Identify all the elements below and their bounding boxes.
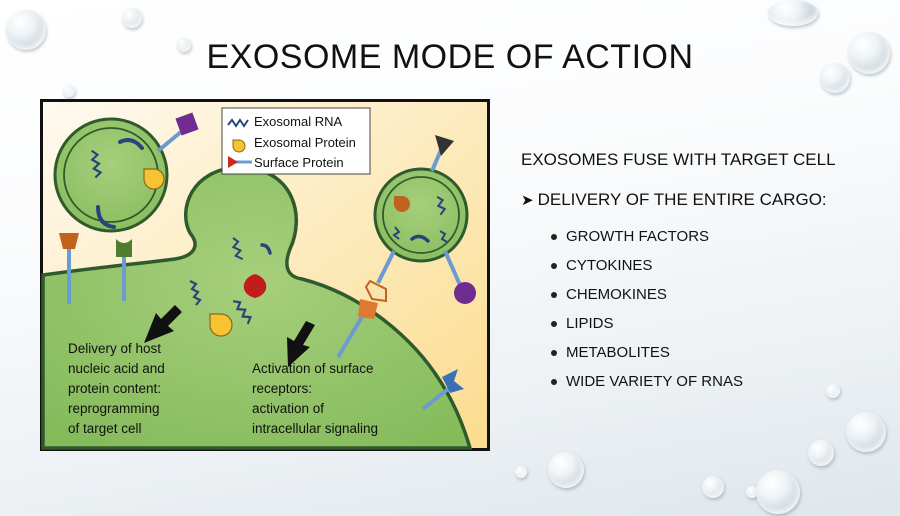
water-drop — [808, 440, 834, 466]
caption-left: Delivery of host nucleic acid and protei… — [68, 341, 169, 436]
water-drop — [756, 470, 800, 514]
water-drop — [177, 38, 191, 52]
exosomal-protein-icon — [143, 168, 165, 190]
surface-protein-icon — [175, 112, 199, 136]
water-drop — [702, 476, 724, 498]
bullet-icon — [551, 233, 557, 240]
cargo-list: GROWTH FACTORS CYTOKINES CHEMOKINES LIPI… — [521, 222, 881, 396]
exosomal-rna-icon — [90, 149, 103, 179]
arrowhead-bullet-icon: ➤ — [521, 192, 534, 209]
list-item: CHEMOKINES — [551, 280, 881, 309]
slide-title: EXOSOME MODE OF ACTION — [206, 38, 694, 76]
water-drop — [63, 85, 75, 97]
bullet-icon — [551, 378, 557, 385]
water-drop — [826, 384, 840, 398]
caption-right: Activation of surface receptors: activat… — [252, 361, 378, 436]
target-cell — [41, 165, 473, 450]
protein-legend-icon — [232, 139, 246, 153]
list-item: LIPIDS — [551, 309, 881, 338]
legend-rna-label: Exosomal RNA — [254, 114, 342, 129]
water-drop — [848, 32, 890, 74]
surface-legend-icon — [228, 156, 252, 168]
arrow-icon — [144, 305, 182, 343]
lead-heading: EXOSOMES FUSE WITH TARGET CELL — [521, 150, 836, 169]
water-drop — [122, 8, 142, 28]
red-protein-icon — [243, 274, 267, 298]
water-drop — [820, 63, 850, 93]
rna-legend-icon — [227, 118, 249, 128]
ligand-icon — [364, 279, 387, 303]
water-drop — [548, 452, 584, 488]
receptor-icon — [358, 299, 378, 319]
purple-protein-icon — [454, 282, 476, 304]
list-item: METABOLITES — [551, 338, 881, 367]
list-item: CYTOKINES — [551, 251, 881, 280]
exosome-right — [373, 167, 469, 263]
legend-protein-label: Exosomal Protein — [254, 135, 356, 150]
bullet-icon — [551, 262, 557, 269]
bullet-icon — [551, 291, 557, 298]
water-drop — [768, 0, 818, 26]
exosome-diagram: Exosomal RNA Exosomal Protein Surface Pr… — [40, 99, 490, 451]
water-drop — [6, 10, 46, 50]
legend-surface-label: Surface Protein — [254, 155, 344, 170]
list-item: WIDE VARIETY OF RNAS — [551, 367, 881, 396]
content-panel: EXOSOMES FUSE WITH TARGET CELL ➤ DELIVER… — [521, 150, 881, 396]
cargo-heading-text: DELIVERY OF THE ENTIRE CARGO: — [537, 190, 827, 209]
cargo-heading: ➤ DELIVERY OF THE ENTIRE CARGO: — [521, 190, 881, 210]
water-drop — [846, 412, 886, 452]
blue-receptor-icon — [442, 369, 464, 393]
triangle-protein-icon — [435, 135, 454, 156]
water-drop — [746, 486, 758, 498]
bullet-icon — [551, 349, 557, 356]
water-drop — [515, 466, 527, 478]
orange-receptor-icon — [59, 233, 79, 249]
bullet-icon — [551, 320, 557, 327]
arrow-icon — [287, 321, 315, 367]
green-receptor-icon — [116, 239, 132, 257]
list-item: GROWTH FACTORS — [551, 222, 881, 251]
